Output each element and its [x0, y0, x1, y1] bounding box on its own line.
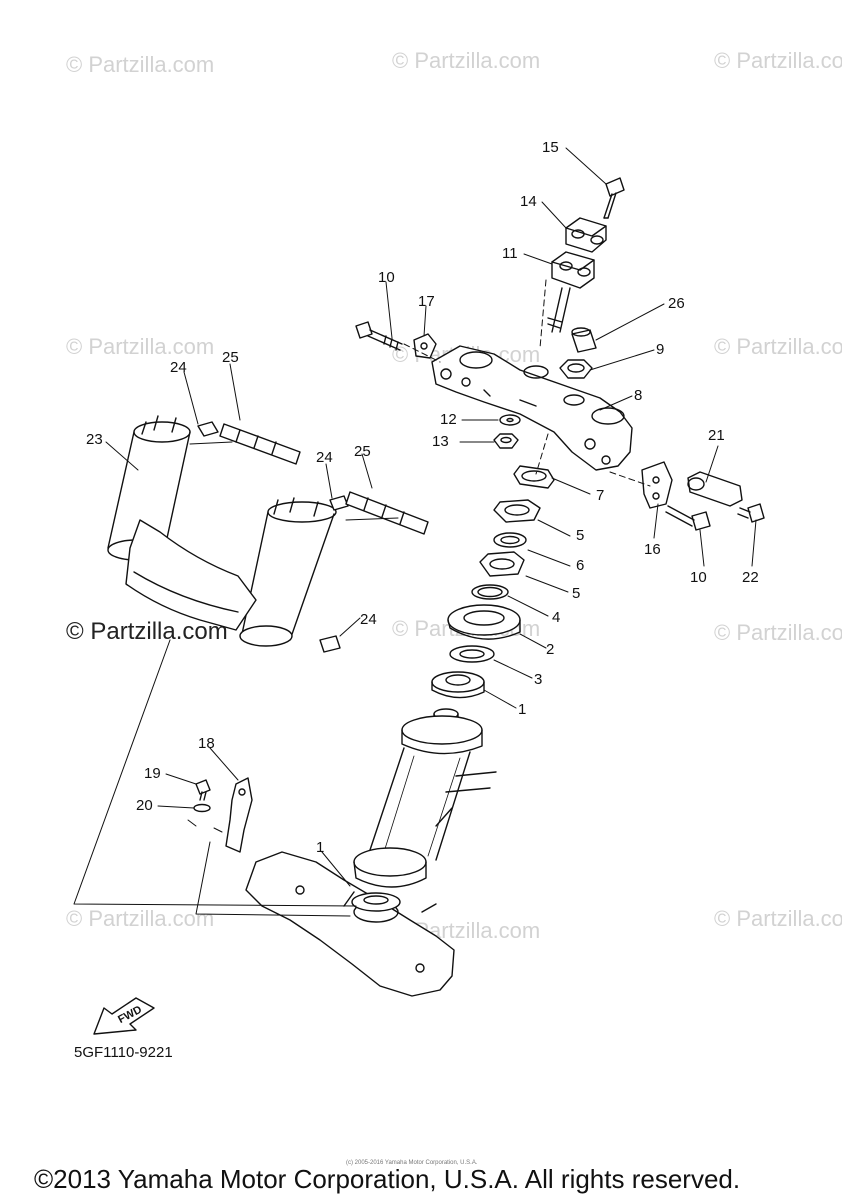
- part-stay-18[interactable]: [225, 777, 253, 853]
- part-upper-bracket-8[interactable]: [431, 345, 633, 471]
- part-guard-23[interactable]: [107, 415, 337, 647]
- part-nut-13[interactable]: [493, 433, 519, 449]
- watermark-prominent: © Partzilla.com: [66, 618, 228, 645]
- part-damper-24-b[interactable]: [329, 495, 349, 511]
- watermark-right: © Partzilla.com: [714, 620, 842, 645]
- part-clamp-21[interactable]: [687, 471, 743, 507]
- callout-18: 18: [198, 735, 215, 752]
- watermark-top-right: © Partzilla.com: [714, 48, 842, 73]
- callout-2: 2: [546, 641, 554, 658]
- part-strip-25-a[interactable]: [219, 423, 301, 465]
- part-collar-26[interactable]: [571, 327, 597, 353]
- callout-25-a: 25: [222, 349, 239, 366]
- part-bracket-17[interactable]: [413, 333, 437, 359]
- part-holder-lower-11[interactable]: [547, 251, 595, 333]
- watermark-bottom-right: © Partzilla.com: [714, 906, 842, 931]
- part-damper-24-a[interactable]: [197, 421, 219, 437]
- watermark-mid-left: © Partzilla.com: [66, 334, 215, 359]
- callout-labels: 15 14 11 10 17 26 9 8 12 13 7 21 5 6 5 1…: [86, 139, 759, 856]
- fine-print: (c) 2005-2016 Yamaha Motor Corporation, …: [346, 1160, 478, 1166]
- callout-11: 11: [502, 245, 518, 262]
- part-bearing-race-2[interactable]: [447, 604, 521, 640]
- callout-1-lower: 1: [316, 839, 324, 856]
- callout-10-right: 10: [690, 569, 707, 586]
- part-nut-9[interactable]: [559, 359, 593, 379]
- part-holder-upper-14[interactable]: [565, 217, 607, 253]
- callout-24-c: 24: [360, 611, 377, 628]
- callout-26: 26: [668, 295, 685, 312]
- callout-25-b: 25: [354, 443, 371, 460]
- callout-3: 3: [534, 671, 542, 688]
- callout-17: 17: [418, 293, 435, 310]
- part-bolt-10-right[interactable]: [665, 505, 711, 531]
- callout-21: 21: [708, 427, 725, 444]
- watermark-top-left: © Partzilla.com: [66, 52, 215, 77]
- callout-5-upper: 5: [576, 527, 584, 544]
- part-steering-stem[interactable]: [245, 708, 497, 997]
- fwd-arrow-icon: [93, 997, 155, 1035]
- callout-14: 14: [520, 193, 537, 210]
- part-bracket-16[interactable]: [641, 461, 673, 509]
- watermark-top-center: © Partzilla.com: [392, 48, 541, 73]
- part-bearing-1-upper[interactable]: [431, 671, 485, 699]
- callout-16: 16: [644, 541, 661, 558]
- callout-20: 20: [136, 797, 153, 814]
- callout-13: 13: [432, 433, 449, 450]
- callout-12: 12: [440, 411, 457, 428]
- callout-5-lower: 5: [572, 585, 580, 602]
- part-bolt-10-left[interactable]: [355, 321, 403, 351]
- part-damper-24-c[interactable]: [319, 635, 341, 653]
- callout-7: 7: [596, 487, 604, 504]
- callout-22: 22: [742, 569, 759, 586]
- callout-1-upper: 1: [518, 701, 526, 718]
- part-strip-25-b[interactable]: [345, 491, 429, 535]
- part-washer-12[interactable]: [499, 414, 521, 426]
- callout-15: 15: [542, 139, 559, 156]
- callout-9: 9: [656, 341, 664, 358]
- part-washer-20[interactable]: [193, 803, 211, 813]
- part-bolt-19[interactable]: [195, 779, 211, 801]
- part-lock-washer-7[interactable]: [513, 465, 555, 489]
- part-seal-3[interactable]: [449, 645, 495, 663]
- part-washer-6[interactable]: [493, 532, 527, 548]
- watermark-bottom-left: © Partzilla.com: [66, 906, 215, 931]
- callout-23: 23: [86, 431, 103, 448]
- callout-6: 6: [576, 557, 584, 574]
- callout-24-a: 24: [170, 359, 187, 376]
- part-ring-nut-5-upper[interactable]: [493, 499, 541, 523]
- part-ring-nut-5-lower[interactable]: [479, 551, 525, 577]
- callout-10-left: 10: [378, 269, 395, 286]
- watermark-mid-right: © Partzilla.com: [714, 334, 842, 359]
- assembly-lines: [73, 279, 651, 917]
- part-cover-4[interactable]: [471, 584, 509, 600]
- part-bolt-15[interactable]: [603, 177, 625, 219]
- copyright-notice: ©2013 Yamaha Motor Corporation, U.S.A. A…: [34, 1164, 741, 1194]
- callout-4: 4: [552, 609, 560, 626]
- callout-24-b: 24: [316, 449, 333, 466]
- callout-19: 19: [144, 765, 161, 782]
- callout-8: 8: [634, 387, 642, 404]
- diagram-code: 5GF1110-9221: [74, 1044, 173, 1061]
- part-bolt-22[interactable]: [737, 503, 765, 523]
- part-bearing-1-lower[interactable]: [351, 892, 401, 912]
- callout-leaders: [105, 147, 757, 887]
